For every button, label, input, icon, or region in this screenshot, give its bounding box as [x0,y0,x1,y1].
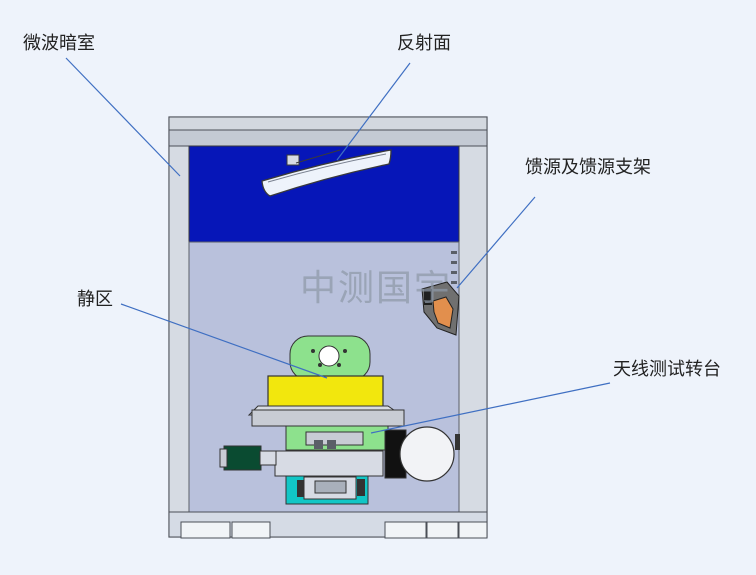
wall-screw-1 [451,251,457,254]
wall-screw-4 [451,281,457,284]
cable-reel-disc [399,426,455,482]
watermark-text: 中测国宇 [300,268,452,309]
motor-shape [223,445,262,471]
reflector-edge [267,153,387,183]
base-foot-4 [426,521,459,539]
wall-screw-2 [451,261,457,264]
chamber-label: 微波暗室 [23,33,95,54]
wall-screw-3 [451,271,457,274]
base-foot-1 [180,521,231,539]
reflector-arm [295,149,341,164]
reflector-shape [261,149,392,197]
absorber-ceiling [188,145,460,243]
watermark-group: 中测国宇 [300,268,452,309]
quiet-zone-label: 静区 [77,289,113,310]
chamber-frame [168,116,488,539]
positioner-part-2 [327,440,336,449]
top-beam [168,129,488,147]
lower-support [274,450,384,477]
turntable-callout-line [370,382,611,434]
positioner-part-1 [314,440,323,449]
feed-mount [424,289,432,305]
feed-horn-insert [432,296,454,329]
base-foot-5 [458,521,488,539]
turntable-bolt-2 [343,349,347,353]
feed-callout-line [456,196,536,289]
turntable-bolt-4 [337,363,341,367]
turntable-group [219,335,460,505]
cable-reel-bracket [455,434,460,450]
reflector-label: 反射面 [397,33,451,54]
turntable-label: 天线测试转台 [613,359,721,380]
labels: 微波暗室 反射面 馈源及馈源支架 静区 天线测试转台 [23,33,721,380]
reflector-bracket [286,154,300,166]
reflector-group [261,149,392,197]
feed-group [421,281,460,336]
callout-lines [65,57,611,434]
reflector-callout-line [336,62,411,161]
feed-label: 馈源及馈源支架 [525,157,651,178]
quiet-zone-callout-line [120,303,328,379]
lower-mount-2 [297,480,304,497]
top-wall [168,116,488,131]
right-wall [458,116,488,538]
base-foot-3 [384,521,427,539]
base-foot-2 [231,521,271,539]
motor-end-cap [219,448,228,468]
chamber-callout-line [65,57,181,177]
turntable-base [251,409,405,427]
lower-mount-1 [357,479,365,496]
lower-gearbox-detail [314,480,347,494]
turntable-hub [318,345,340,367]
motor-coupling [259,450,277,466]
turntable-bolt-3 [318,363,322,367]
turntable-bolt-1 [311,349,315,353]
